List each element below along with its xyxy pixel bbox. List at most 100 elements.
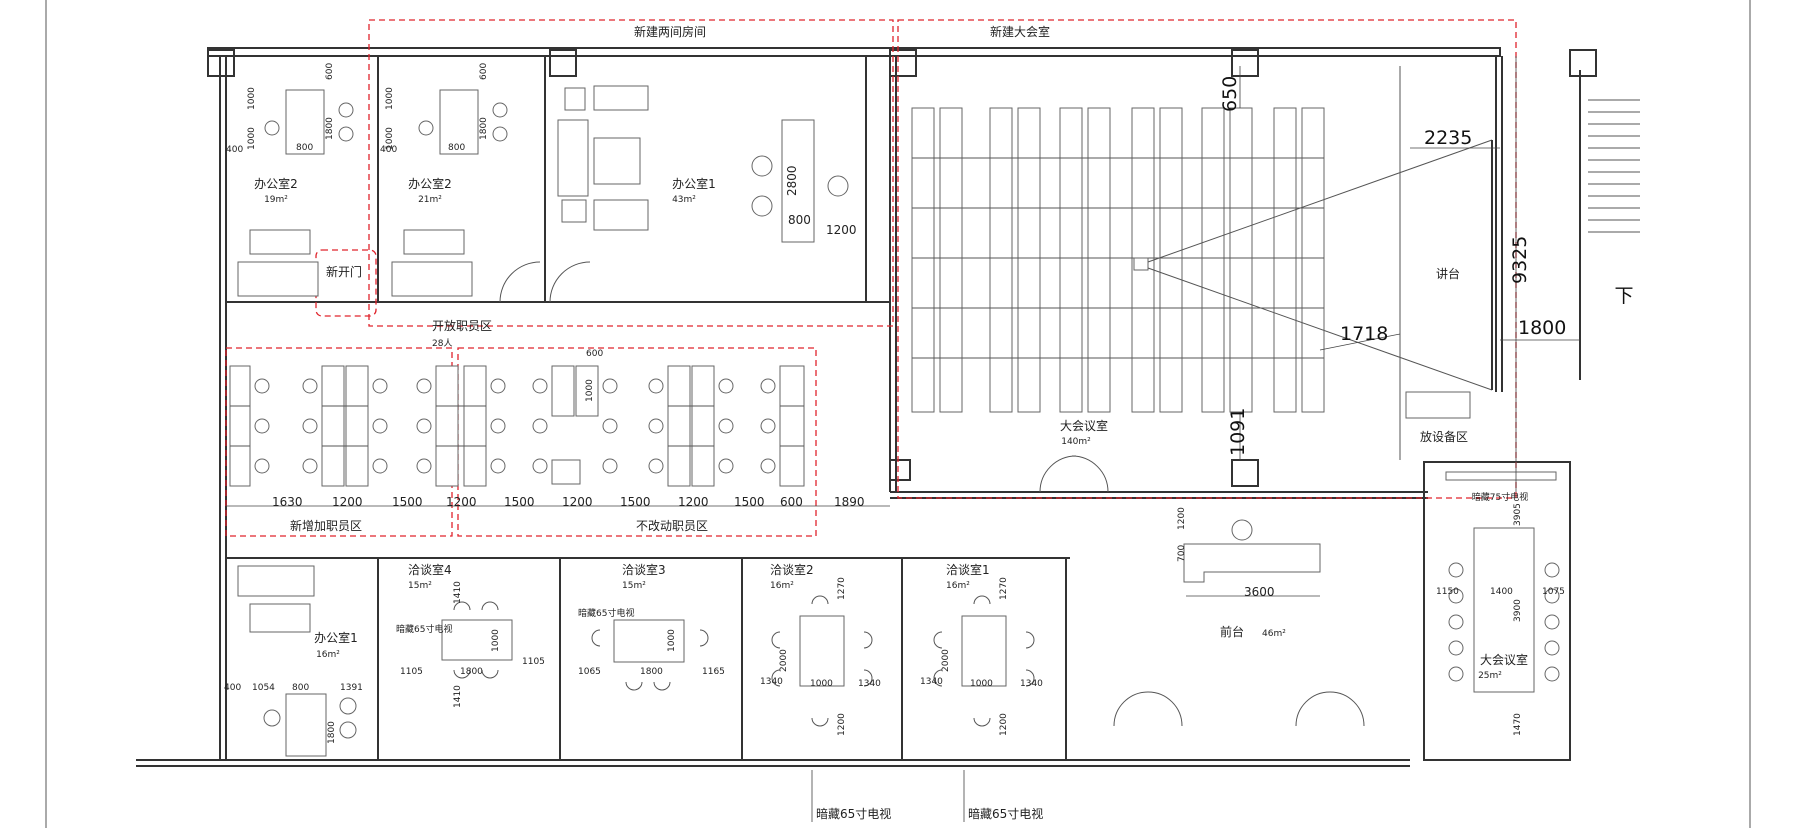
room-talk2-area: 16m² — [770, 581, 794, 591]
zone-label-new-big-meeting: 新建大会室 — [990, 24, 1050, 39]
dim-1410-a: 1410 — [453, 581, 463, 604]
tv-talk2: 暗藏65寸电视 — [816, 806, 891, 821]
talk2-furniture — [771, 595, 873, 727]
zone-new-big-meeting — [897, 19, 1517, 499]
dim-1000-b: 1000 — [247, 127, 257, 150]
dim-1718: 1718 — [1340, 323, 1388, 345]
room-office2a-area: 19m² — [264, 195, 288, 205]
dim-1091: 1091 — [1227, 408, 1249, 456]
dim-1150: 1150 — [1436, 587, 1459, 597]
dim-2000-a: 2000 — [779, 649, 789, 672]
dim-800-a: 800 — [296, 143, 313, 153]
door-big-meeting — [1039, 455, 1109, 493]
room-talk4-area: 15m² — [408, 581, 432, 591]
auditorium-seat-dividers — [912, 157, 1324, 359]
dim-1065: 1065 — [578, 667, 601, 677]
dim-1200-c: 1200 — [446, 495, 477, 509]
office2a-furniture — [237, 89, 354, 297]
auditorium-seats — [911, 107, 1325, 413]
stairs — [1579, 70, 1640, 380]
room-office1-bottom-area: 16m² — [316, 650, 340, 660]
small-meeting-furniture — [1445, 471, 1560, 693]
dim-1054: 1054 — [252, 683, 275, 693]
dim-1200-b: 1200 — [332, 495, 363, 509]
room-big-meeting-area: 140m² — [1061, 437, 1091, 447]
dim-1800-c: 1800 — [1518, 317, 1566, 339]
dim-2000-b: 2000 — [941, 649, 951, 672]
dim-1890: 1890 — [834, 495, 865, 509]
dim-1340-c: 1340 — [920, 677, 943, 687]
doors-top — [499, 261, 591, 303]
office1-top-furniture — [557, 85, 849, 243]
dim-1000-h: 1000 — [810, 679, 833, 689]
room-small-meeting-name: 大会议室 — [1480, 652, 1528, 667]
talk1-furniture — [933, 595, 1035, 727]
dim-1000-f: 1000 — [491, 629, 501, 652]
dim-600-c: 600 — [586, 349, 603, 359]
dimension-texts: 600 1000 1000 1800 800 400 600 1000 1000… — [224, 63, 1566, 744]
dim-1000-d: 1000 — [385, 127, 395, 150]
room-open-staff-count: 28人 — [432, 338, 452, 349]
dim-1340-d: 1340 — [1020, 679, 1043, 689]
room-office2a-name: 办公室2 — [254, 176, 298, 191]
stairs-down-label: 下 — [1614, 285, 1633, 307]
dim-1800-b: 1800 — [479, 117, 489, 140]
dim-600-b: 600 — [479, 63, 489, 80]
columns — [207, 49, 1597, 487]
room-office2b-area: 21m² — [418, 195, 442, 205]
room-open-staff-name: 开放职员区 — [432, 318, 492, 333]
room-reception-name: 前台 — [1220, 624, 1244, 639]
room-talk2-name: 洽谈室2 — [770, 562, 814, 577]
doors-bottom — [1113, 691, 1365, 727]
dim-400-a: 400 — [226, 145, 243, 155]
dim-1200-d: 1200 — [562, 495, 593, 509]
zone-label-new-door: 新开门 — [326, 264, 362, 279]
dimension-lines — [226, 56, 1580, 597]
room-talk4-name: 洽谈室4 — [408, 562, 452, 577]
zone-unchanged-staff — [457, 347, 817, 537]
dim-1340-a: 1340 — [760, 677, 783, 687]
room-reception-area: 46m² — [1262, 629, 1286, 639]
workstations — [229, 365, 805, 487]
talk4-furniture — [441, 601, 513, 679]
office1-bottom-furniture — [237, 565, 357, 757]
dim-1200-e: 1200 — [678, 495, 709, 509]
dim-1500-d: 1500 — [734, 495, 765, 509]
dim-3905: 3905 — [1513, 503, 1523, 526]
dim-1270-a: 1270 — [837, 577, 847, 600]
zone-label-new-staff: 新增加职员区 — [290, 518, 362, 533]
dim-2800: 2800 — [785, 165, 799, 196]
talk3-furniture — [591, 619, 709, 691]
dim-1500-b: 1500 — [504, 495, 535, 509]
room-talk1-area: 16m² — [946, 581, 970, 591]
dim-1800-e: 1800 — [460, 667, 483, 677]
room-big-meeting-name: 大会议室 — [1060, 418, 1108, 433]
zone-new-two-rooms — [368, 19, 894, 327]
dim-1200-a: 1200 — [826, 223, 857, 237]
tv-talk1: 暗藏65寸电视 — [968, 806, 1043, 821]
dim-1165: 1165 — [702, 667, 725, 677]
dim-1000-g: 1000 — [667, 629, 677, 652]
dim-1200-h: 1200 — [999, 713, 1009, 736]
dim-1800-d: 1800 — [327, 721, 337, 744]
dim-1800-a: 1800 — [325, 117, 335, 140]
dim-1075: 1075 — [1542, 587, 1565, 597]
dim-1270-b: 1270 — [999, 577, 1009, 600]
dim-800-c: 800 — [788, 213, 811, 227]
dim-1800-f: 1800 — [640, 667, 663, 677]
dim-1000-c: 1000 — [385, 87, 395, 110]
tv-talk3: 暗藏65寸电视 — [578, 607, 634, 619]
walls — [136, 47, 1640, 767]
dim-1200-f: 1200 — [1177, 507, 1187, 530]
dim-1391: 1391 — [340, 683, 363, 693]
room-talk3-area: 15m² — [622, 581, 646, 591]
room-talk3-name: 洽谈室3 — [622, 562, 666, 577]
zone-new-door — [315, 249, 377, 317]
dim-400-b: 400 — [380, 145, 397, 155]
zone-label-new-two-rooms: 新建两间房间 — [634, 24, 706, 39]
dim-1500-c: 1500 — [620, 495, 651, 509]
dim-2235: 2235 — [1424, 127, 1472, 149]
equipment-cabinet — [1405, 391, 1471, 419]
dim-3900: 3900 — [1513, 599, 1523, 622]
dim-600-d: 600 — [780, 495, 803, 509]
